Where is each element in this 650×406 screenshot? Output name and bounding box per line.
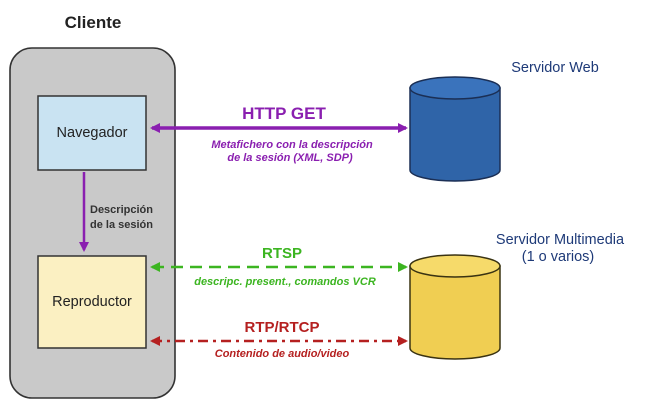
player-box <box>37 255 147 349</box>
rtp-subtitle: Contenido de audio/video <box>215 348 350 360</box>
rtsp-title: RTSP <box>262 245 302 262</box>
http-desc-line1: Metafichero con la descripción <box>211 139 373 151</box>
http-desc-line2: de la sesión (XML, SDP) <box>227 152 353 164</box>
media-server-db-icon <box>409 254 501 360</box>
player-label: Reproductor <box>52 294 132 310</box>
media-server-label-line2: (1 o varios) <box>522 249 595 265</box>
web-server-label: Servidor Web <box>511 60 599 76</box>
browser-box <box>37 95 147 171</box>
rtsp-subtitle: descripc. present., comandos VCR <box>194 276 376 288</box>
web-server-db-icon <box>409 76 501 182</box>
internal-label-line1: Descripción <box>90 204 153 216</box>
http-title: HTTP GET <box>242 104 326 123</box>
internal-label-line2: de la sesión <box>90 219 153 231</box>
client-title: Cliente <box>65 13 122 32</box>
media-server-label-line1: Servidor Multimedia <box>496 232 625 248</box>
browser-label: Navegador <box>57 125 128 141</box>
rtp-title: RTP/RTCP <box>245 319 320 336</box>
